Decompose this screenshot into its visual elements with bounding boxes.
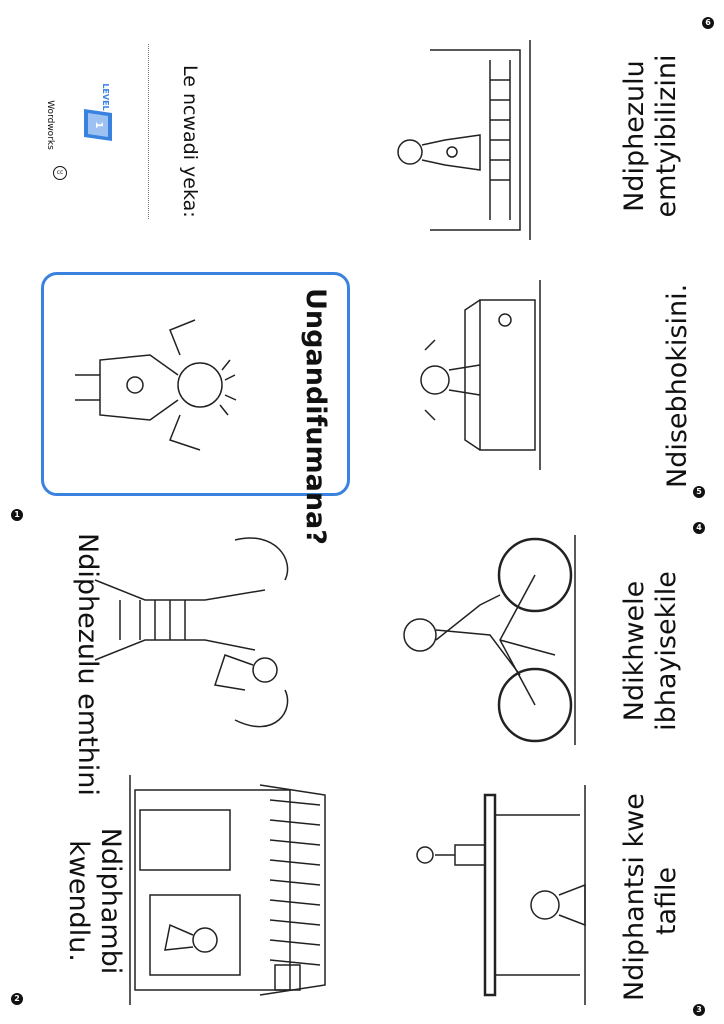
cover-title: Ungandifumana?: [300, 288, 331, 545]
page-number-4: 4: [693, 522, 705, 534]
page-4-line1: Ndikhwele: [619, 580, 650, 722]
box-illustration: [420, 280, 541, 470]
name-line: [148, 44, 149, 219]
page-6-line1: Ndiphezulu: [619, 60, 650, 212]
page-4-text: Ndikhwele ibhayisekile: [619, 551, 691, 751]
page-5-text: Ndisebhokisini.: [662, 283, 693, 488]
page-2-line2: kwendlu.: [63, 840, 94, 962]
page-number-6: 6: [702, 17, 714, 29]
page-number-5: 5: [693, 486, 705, 498]
house-illustration: [129, 775, 326, 1005]
level-badge: LEVEL 1: [80, 83, 120, 155]
table-illustration: [416, 785, 586, 1005]
level-number: 1: [93, 121, 104, 129]
cover-girl-illustration: [75, 319, 237, 451]
slide-illustration: [397, 40, 531, 240]
owner-line: Le ncwadi yeka:: [179, 65, 201, 218]
page-3-line1: Ndiphantsi kwe: [619, 793, 650, 1001]
page-6-line2: emtyibilizini: [651, 54, 682, 218]
page-2-text: Ndiphambi kwendlu.: [54, 801, 126, 1001]
brand-name: Wordworks: [45, 100, 55, 150]
cover-frame: [41, 272, 350, 496]
page-3-line2: tafile: [651, 866, 682, 936]
page-number-2: 2: [11, 993, 23, 1005]
page-number-3: 3: [693, 1004, 705, 1016]
tree-illustration: [94, 537, 289, 728]
page-number-1-left: 1: [11, 509, 23, 521]
bicycle-illustration: [403, 535, 576, 745]
page-6-text: Ndiphezulu emtyibilizini: [619, 36, 691, 236]
page-3-text: Ndiphantsi kwe tafile: [619, 793, 691, 1001]
page-4-line2: ibhayisekile: [651, 571, 682, 731]
cc-icon: cc: [53, 166, 67, 180]
book-icon: [84, 109, 112, 141]
